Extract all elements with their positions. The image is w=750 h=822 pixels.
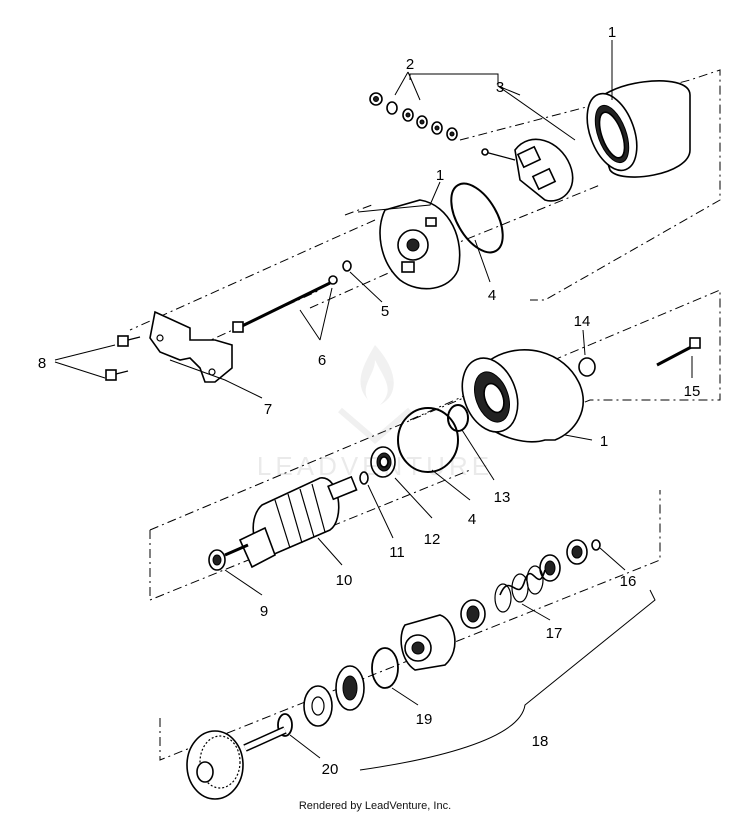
callout-3: 3 <box>496 79 504 96</box>
callout-17: 17 <box>546 625 563 642</box>
o-ring-mid-part <box>397 407 459 473</box>
footer-credit: Rendered by LeadVenture, Inc. <box>298 800 452 812</box>
callout-7: 7 <box>264 401 272 418</box>
callout-10: 10 <box>336 572 353 589</box>
o-ring-part <box>450 182 504 254</box>
callout-11: 11 <box>389 544 405 561</box>
planetary-carrier-part <box>335 665 365 711</box>
leader-lines <box>54 40 693 771</box>
callout-12: 12 <box>424 531 441 548</box>
callout-18: 18 <box>532 733 549 750</box>
washer-14-part <box>578 357 596 377</box>
callout-16: 16 <box>620 573 637 590</box>
through-bolt-part <box>232 275 338 333</box>
thrust-plate-part <box>303 685 333 727</box>
bracket-bolt-part <box>105 335 141 381</box>
callout-14: 14 <box>574 313 591 330</box>
bolt-15-part <box>656 337 701 367</box>
bushing-part <box>208 549 226 571</box>
armature-part <box>224 475 358 569</box>
drive-end-housing-part <box>461 349 584 443</box>
clip-11-part <box>359 471 369 485</box>
o-ring-13-part <box>447 404 469 432</box>
pinion-clutch-part <box>400 614 456 671</box>
mounting-bracket-part <box>149 310 233 383</box>
callout-8: 8 <box>38 355 46 372</box>
sleeve-part <box>460 599 486 629</box>
callout-15: 15 <box>684 383 701 400</box>
callout-4-top: 4 <box>488 287 496 304</box>
callout-20: 20 <box>322 761 339 778</box>
callout-1-top: 1 <box>608 24 616 41</box>
spring-part <box>494 565 546 613</box>
drive-collar-part <box>539 539 601 582</box>
callout-2: 2 <box>406 56 414 73</box>
output-shaft-gear-part <box>186 726 287 800</box>
clip-20-part <box>277 713 293 737</box>
callout-19: 19 <box>416 711 433 728</box>
retaining-ring-19-part <box>371 647 399 689</box>
callout-1-housing: 1 <box>600 433 608 450</box>
bearing-part <box>370 446 396 478</box>
brush-holder-part <box>481 138 574 202</box>
callout-6: 6 <box>318 352 326 369</box>
callout-9: 9 <box>260 603 268 620</box>
washer-part <box>342 260 352 272</box>
callout-1-endcover: 1 <box>436 167 444 184</box>
callout-13: 13 <box>494 489 511 506</box>
end-cover-part <box>379 199 461 290</box>
callout-5: 5 <box>381 303 389 320</box>
nut-washer-set-part <box>369 92 458 141</box>
housing-yoke-part <box>586 80 691 178</box>
callout-4-mid: 4 <box>468 511 476 528</box>
